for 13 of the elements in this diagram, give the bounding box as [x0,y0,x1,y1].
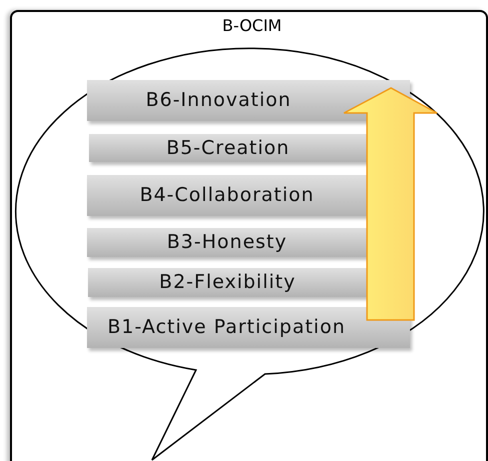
level-label: B6-Innovation [146,91,292,110]
level-label: B1-Active Participation [108,318,346,337]
level-label: B5-Creation [166,138,290,158]
level-bar [87,80,410,121]
level-bar [87,228,367,257]
level-label: B2-Flexibility [159,273,296,292]
level-bar [89,134,367,162]
level-label: B3-Honesty [166,233,288,252]
frame-title: B-OCIM [221,16,283,36]
level-bar [88,268,367,297]
level-bar [87,175,367,216]
level-bar [87,307,410,348]
level-label: B4-Collaboration [140,186,314,205]
